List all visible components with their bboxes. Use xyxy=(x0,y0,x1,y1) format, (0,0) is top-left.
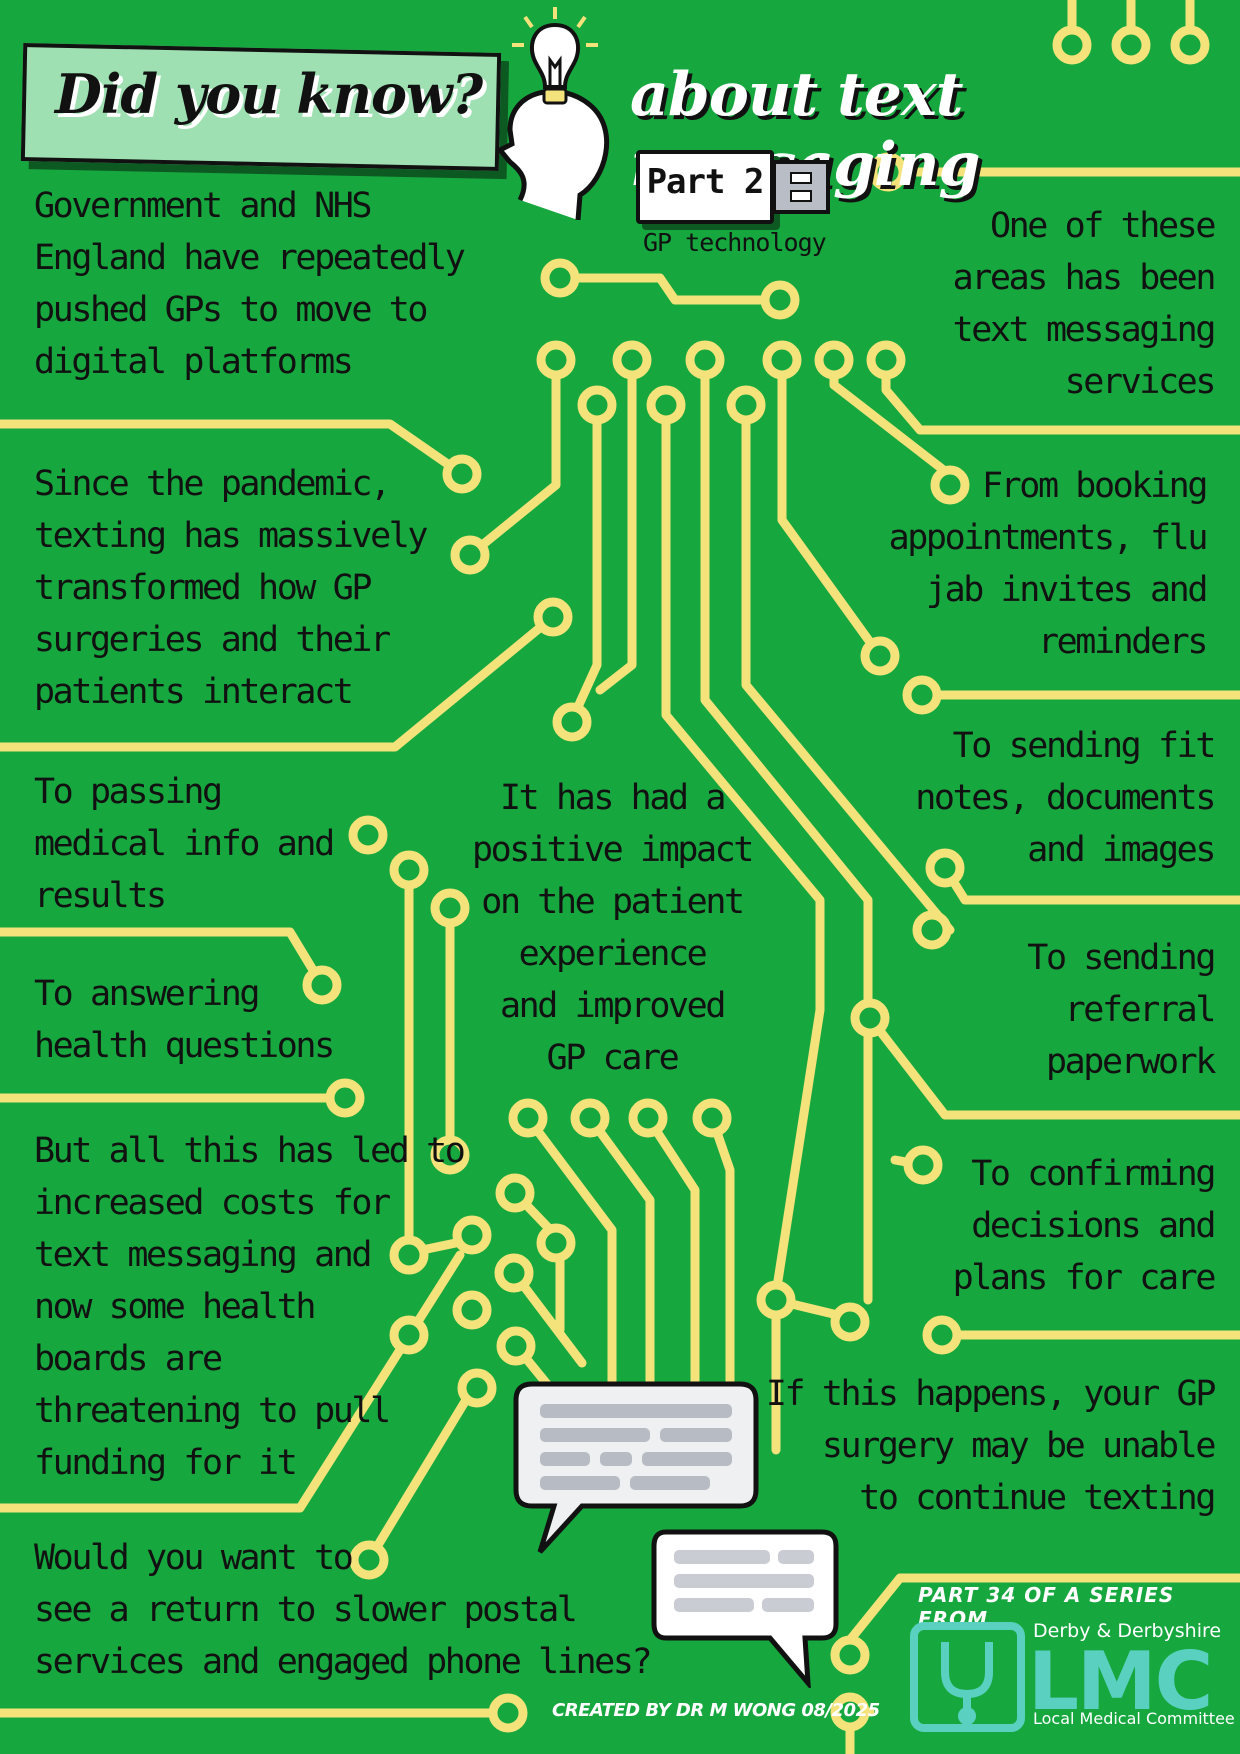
usb-plug xyxy=(772,160,830,214)
usb-label: Part 2 xyxy=(646,162,765,202)
subtitle: GP technology xyxy=(643,228,827,257)
left-text-6: Would you want to see a return to slower… xyxy=(34,1538,653,1682)
center-text: It has had a positive impact on the pati… xyxy=(471,778,754,1078)
stethoscope-icon xyxy=(910,1622,1025,1732)
right-text-4: To sending referral paperwork xyxy=(1027,938,1216,1082)
lmc-logo: LMC xyxy=(1028,1635,1213,1728)
left-text-1: Government and NHS England have repeated… xyxy=(34,186,466,382)
usb-stick-icon: Part 2 xyxy=(636,150,774,224)
lightbulb-icon xyxy=(512,7,598,105)
right-text-2: From booking appointments, flu jab invit… xyxy=(888,466,1209,662)
right-text-1: One of these areas has been text messagi… xyxy=(952,206,1217,402)
right-text-3: To sending fit notes, documents and imag… xyxy=(915,726,1216,870)
chat-bubble-icon xyxy=(651,1529,839,1688)
org-subtitle: Local Medical Committee xyxy=(1033,1709,1235,1728)
right-text-6: If this happens, your GP surgery may be … xyxy=(765,1374,1217,1518)
left-text-5: But all this has led to increased costs … xyxy=(34,1131,466,1483)
left-text-2: Since the pandemic, texting has massivel… xyxy=(34,464,429,712)
right-text-5: To confirming decisions and plans for ca… xyxy=(952,1154,1217,1298)
left-text-4: To answering health questions xyxy=(34,974,335,1066)
chat-bubble-icon xyxy=(513,1381,759,1554)
credit-text: CREATED BY DR M WONG 08/2025 xyxy=(552,1700,880,1721)
left-text-3: To passing medical info and results xyxy=(34,772,335,916)
banner-text: Did you know? xyxy=(55,62,483,126)
org-name: Derby & Derbyshire xyxy=(1033,1620,1222,1642)
